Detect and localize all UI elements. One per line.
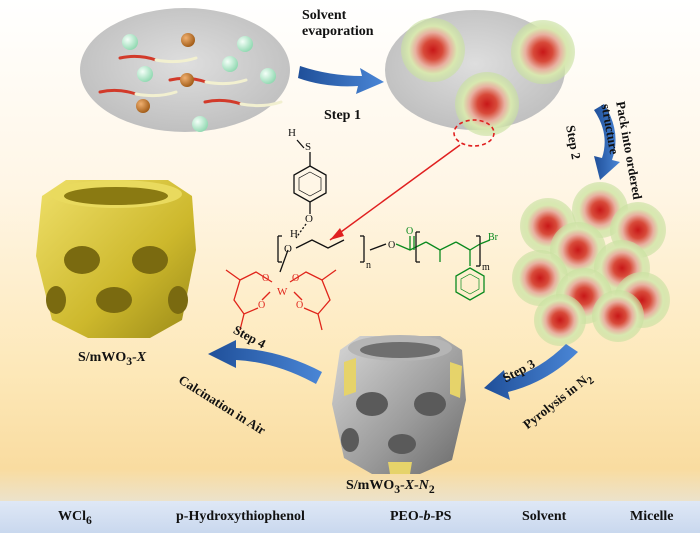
- chem-oxygen-top-label: O: [305, 213, 313, 225]
- micelle: [401, 18, 465, 82]
- wcl6-sphere: [222, 56, 238, 72]
- solvent-evaporation-arrow: [298, 66, 384, 94]
- legend-peo-suffix: -PS: [430, 509, 452, 524]
- micelle: [455, 72, 519, 136]
- chemical-structure: [225, 139, 491, 331]
- packed-micelle-cluster: [512, 182, 670, 346]
- legend-peo-italic: b: [423, 509, 431, 524]
- micelle: [511, 20, 575, 84]
- legend-solvent-label: Solvent: [522, 509, 567, 524]
- chem-ether-oxygen-label: O: [284, 243, 292, 255]
- micelle-zoom-highlight: [453, 119, 495, 147]
- thiophenol-sphere: [136, 99, 150, 113]
- chem-oxygen-bottom-left-label: O: [258, 300, 266, 311]
- chem-hydrogen-label: H: [288, 127, 296, 139]
- thiophenol-sphere: [181, 33, 195, 47]
- product-air-suffix: -X: [132, 350, 147, 365]
- wcl6-sphere: [260, 68, 276, 84]
- chem-carbonyl-oxygen-label: O: [406, 226, 414, 237]
- legend-thiophenol-label: p-Hydroxythiophenol: [176, 509, 305, 524]
- product-n2-subscript: 3: [394, 482, 401, 496]
- product-n2-suffix: -X-N: [400, 478, 429, 493]
- step3-arrow: [484, 344, 578, 400]
- step4-arrow: [208, 340, 322, 384]
- zoom-pointer-line: [329, 144, 461, 241]
- legend-micelle-label: Micelle: [630, 509, 674, 524]
- product-n2-label: S/mWO3-X-N2: [346, 478, 435, 496]
- wcl6-sphere: [192, 116, 208, 132]
- carbon-framework-model: [332, 335, 466, 474]
- product-n2-text: S/mWO: [346, 478, 395, 493]
- legend-bar: WCl6 p-Hydroxythiophenol PEO-b-PS Solven…: [0, 501, 700, 533]
- chem-bromine-label: Br: [488, 232, 498, 243]
- chem-ester-oxygen-label: O: [388, 240, 396, 251]
- product-n2-subscript-2: 2: [428, 482, 435, 496]
- product-air-subscript: 3: [126, 354, 133, 368]
- legend-wcl6-subscript: 6: [86, 513, 92, 527]
- wcl6-sphere: [122, 34, 138, 50]
- zoom-pointer-arrowhead: [330, 228, 344, 240]
- step2-arrow: [594, 104, 620, 180]
- legend-peo-text: PEO-: [390, 509, 424, 524]
- wcl6-sphere: [237, 36, 253, 52]
- step1-label: Step 1: [324, 108, 361, 123]
- solvent-mixture-ellipse: [80, 8, 290, 132]
- chem-oxygen-left-label: O: [262, 273, 270, 284]
- chem-oxygen-right-label: O: [292, 273, 300, 284]
- chem-hydrogen-bond-label: H: [290, 228, 298, 240]
- legend-wcl6-text: WCl: [58, 509, 86, 524]
- legend-wcl6-label: WCl6: [58, 509, 92, 527]
- micelle-solution-ellipse: [385, 10, 575, 136]
- product-air-text: S/mWO: [78, 350, 127, 365]
- solvent-evaporation-label: Solvent evaporation: [302, 8, 374, 39]
- product-air-label: S/mWO3-X: [78, 350, 146, 368]
- wcl6-sphere: [137, 66, 153, 82]
- chem-tungsten-label: W: [277, 286, 288, 298]
- chem-n-subscript: n: [366, 260, 371, 271]
- chem-sulfur-label: S: [305, 141, 312, 153]
- legend-peo-ps-label: PEO-b-PS: [390, 509, 451, 525]
- thiophenol-sphere: [180, 73, 194, 87]
- chem-m-subscript: m: [482, 262, 490, 273]
- tungsten-oxide-framework-model: [36, 180, 196, 338]
- chem-oxygen-bottom-right-label: O: [296, 300, 304, 311]
